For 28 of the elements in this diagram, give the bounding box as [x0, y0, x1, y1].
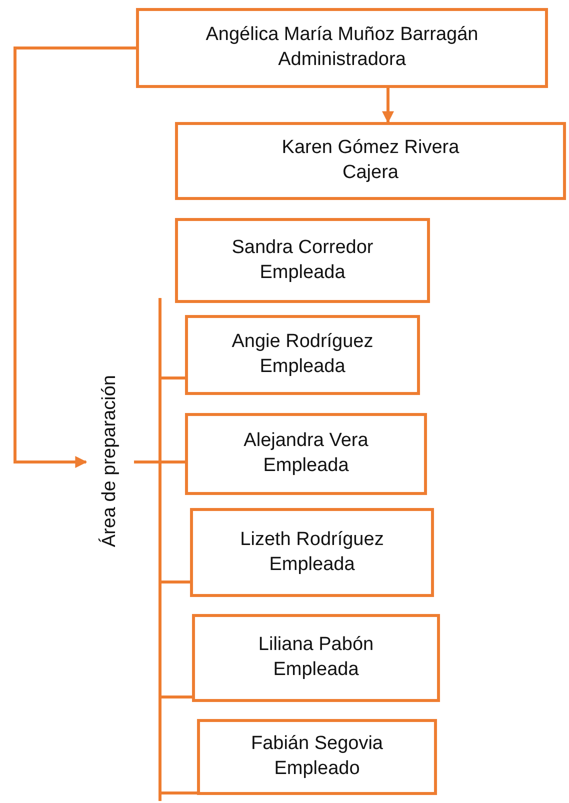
arrow [14, 46, 136, 468]
job-title: Empleada [273, 658, 359, 682]
arrow [382, 88, 394, 124]
employee-box [175, 122, 566, 200]
job-title: Empleada [269, 552, 355, 576]
person-name: Angie Rodríguez [232, 330, 374, 354]
employee-box [192, 614, 440, 702]
employee-box [185, 315, 420, 395]
section-label: Área de preparación [99, 374, 121, 548]
employee-box [190, 508, 434, 597]
person-name: Fabián Segovia [250, 732, 384, 756]
person-name: Karen Gómez Rivera [282, 136, 460, 160]
person-name: Alejandra Vera [244, 429, 368, 454]
job-title: Empleada [263, 454, 349, 478]
job-title: Empleada [260, 355, 346, 379]
person-name: Liliana Pabón [258, 633, 374, 658]
job-title: Empleada [260, 260, 346, 284]
person-name: Sandra Corredor [232, 236, 374, 260]
employee-box [136, 8, 548, 88]
employee-box [197, 719, 437, 795]
job-title: Empleado [274, 757, 360, 781]
job-title: Cajera [342, 161, 398, 185]
person-name: Angélica María Muñoz Barragán [206, 23, 478, 48]
job-title: Administradora [278, 48, 406, 72]
employee-box [175, 218, 430, 303]
connector-line [134, 460, 197, 794]
employee-box [185, 413, 427, 495]
person-name: Lizeth Rodríguez [240, 528, 384, 552]
